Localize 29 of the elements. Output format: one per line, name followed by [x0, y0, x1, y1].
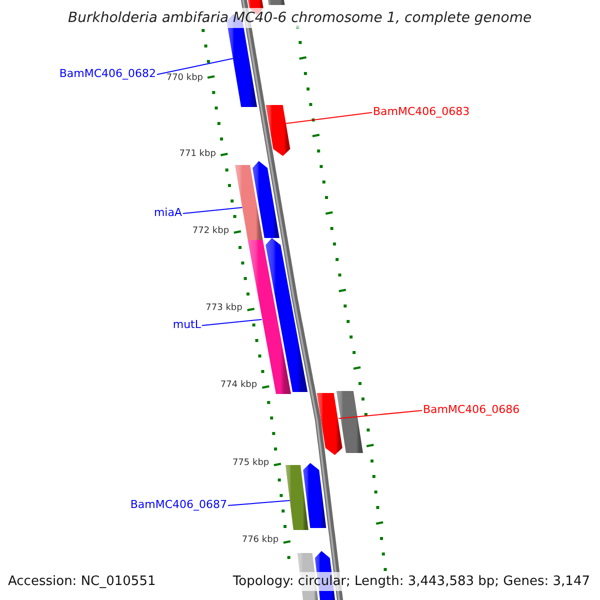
gene-label: BamMC406_0686: [423, 403, 520, 416]
gene-label: BamMC406_0687: [130, 498, 227, 511]
position-label: 776 kbp: [242, 535, 279, 546]
footer-text: Topology: circular; Length: 3,443,583 bp; Genes: 3,147: [230, 572, 592, 591]
gene-bar: [252, 161, 280, 238]
gene-label: BamMC406_0683: [373, 105, 470, 118]
leader-line: [202, 319, 262, 326]
gene-label: miaA: [154, 206, 182, 219]
position-label: 774 kbp: [220, 380, 258, 391]
position-label: 773 kbp: [206, 303, 242, 314]
leader-line: [338, 410, 422, 419]
leader-line: [228, 500, 290, 506]
leader-line: [285, 112, 372, 124]
position-label: 770 kbp: [166, 73, 204, 84]
gene-bar: [303, 463, 326, 528]
gene-bar: [266, 105, 290, 156]
position-label: 771 kbp: [179, 149, 216, 160]
position-label: 775 kbp: [232, 458, 270, 469]
gene-bar: [286, 465, 308, 530]
gene-bar: [336, 391, 363, 453]
gene-bar: [266, 0, 285, 5]
gene-label: mutL: [172, 318, 201, 331]
footer-text: Accession: NC_010551: [6, 572, 158, 591]
gene-bar: [316, 393, 342, 455]
leader-line: [156, 58, 234, 75]
position-label: 772 kbp: [192, 226, 230, 237]
gene-bar: [235, 165, 263, 240]
gene-label: BamMC406_0682: [59, 67, 156, 80]
gene-bar: [266, 238, 308, 392]
